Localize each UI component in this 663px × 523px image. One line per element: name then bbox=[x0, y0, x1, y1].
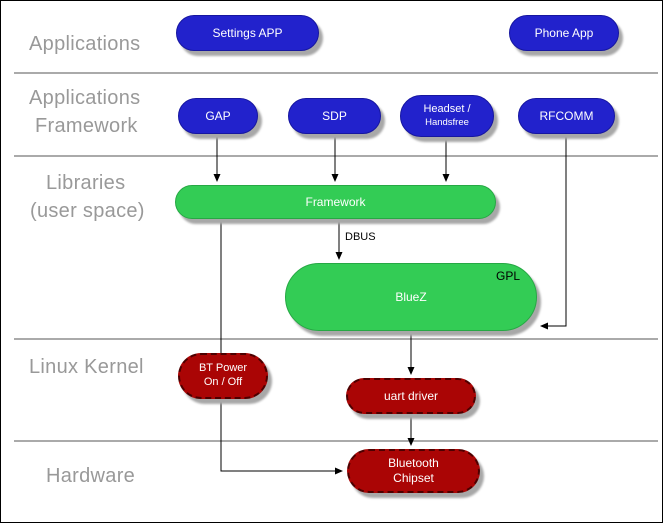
node-settings-app: Settings APP bbox=[176, 15, 319, 51]
node-phone-app-label: Phone App bbox=[534, 25, 594, 40]
node-headset-handsfree: Headset / Handsfree bbox=[400, 95, 494, 137]
node-framework: Framework bbox=[175, 185, 496, 219]
node-headset-label-line1: Headset / bbox=[423, 103, 471, 116]
arrow-framework-via-btpower-to-chipset bbox=[220, 219, 343, 475]
node-uart-driver: uart driver bbox=[346, 378, 476, 414]
node-bluez: GPL BlueZ bbox=[285, 263, 537, 331]
layer-label-hardware: Hardware bbox=[46, 465, 136, 487]
node-gap-label: GAP bbox=[205, 108, 231, 123]
layer-label-applications: Applications bbox=[29, 33, 141, 55]
layer-label-applications-framework-line2: Framework bbox=[35, 115, 138, 137]
node-bluetooth-chipset-label-line2: Chipset bbox=[393, 471, 434, 485]
node-phone-app: Phone App bbox=[509, 15, 619, 51]
bluez-license-label: GPL bbox=[495, 269, 520, 283]
node-gap: GAP bbox=[178, 98, 258, 134]
layer-label-linux-kernel: Linux Kernel bbox=[29, 356, 144, 378]
node-sdp: SDP bbox=[288, 98, 381, 134]
layer-label-libraries-line1: Libraries bbox=[46, 172, 126, 194]
layer-label-applications-framework-line1: Applications bbox=[29, 87, 141, 109]
layer-label-libraries-line2: (user space) bbox=[30, 200, 145, 222]
node-bluetooth-chipset: Bluetooth Chipset bbox=[347, 449, 480, 493]
node-settings-app-label: Settings APP bbox=[212, 25, 283, 40]
arrow-rfcomm-to-bluez bbox=[540, 134, 567, 330]
node-framework-label: Framework bbox=[305, 194, 366, 209]
node-headset-label-line2: Handsfree bbox=[425, 116, 469, 128]
node-rfcomm: RFCOMM bbox=[518, 98, 615, 134]
node-bt-power-label-line2: On / Off bbox=[203, 376, 243, 388]
node-sdp-label: SDP bbox=[322, 108, 347, 123]
node-uart-driver-label: uart driver bbox=[383, 388, 439, 403]
node-bluez-label: BlueZ bbox=[395, 289, 427, 304]
node-bluetooth-chipset-label-line1: Bluetooth bbox=[388, 456, 439, 470]
node-bt-power: BT Power On / Off bbox=[178, 353, 268, 399]
edge-label-dbus: DBUS bbox=[345, 231, 376, 243]
node-bt-power-label-line1: BT Power bbox=[198, 362, 248, 375]
node-rfcomm-label: RFCOMM bbox=[539, 108, 594, 123]
